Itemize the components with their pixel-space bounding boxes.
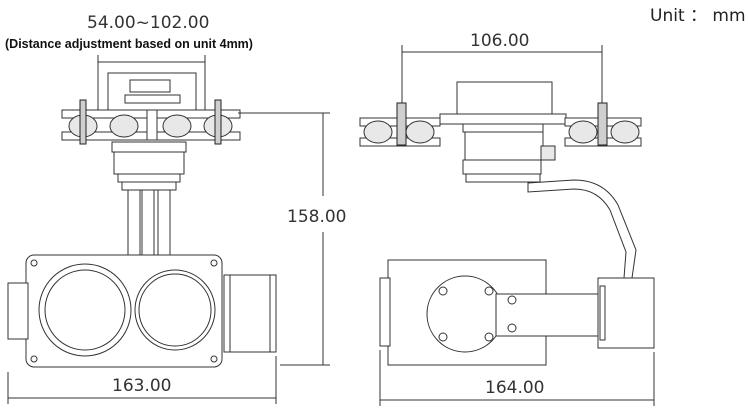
front-damper-right-inner	[162, 114, 192, 138]
front-damper-left-outer	[68, 99, 98, 145]
front-damper-right-outer	[203, 99, 233, 145]
mount-range-dimension: 54.00~102.00	[87, 13, 209, 33]
side-view: 106.00	[359, 31, 655, 406]
height-dimension: 158.00	[287, 207, 346, 227]
side-damper-3	[568, 120, 598, 144]
front-view: 54.00~102.00 (Distance adjustment based …	[5, 13, 346, 404]
side-damper-1	[363, 120, 393, 144]
side-damper-2	[405, 120, 435, 144]
front-width-dimension: 163.00	[112, 376, 171, 396]
side-width-dimension: 164.00	[485, 378, 544, 398]
mount-range-note: (Distance adjustment based on unit 4mm)	[5, 37, 253, 51]
front-damper-left-inner	[109, 114, 139, 138]
side-damper-4	[610, 120, 640, 144]
side-top-width-dimension: 106.00	[470, 31, 529, 51]
unit-label: Unit ： mm	[650, 6, 746, 26]
